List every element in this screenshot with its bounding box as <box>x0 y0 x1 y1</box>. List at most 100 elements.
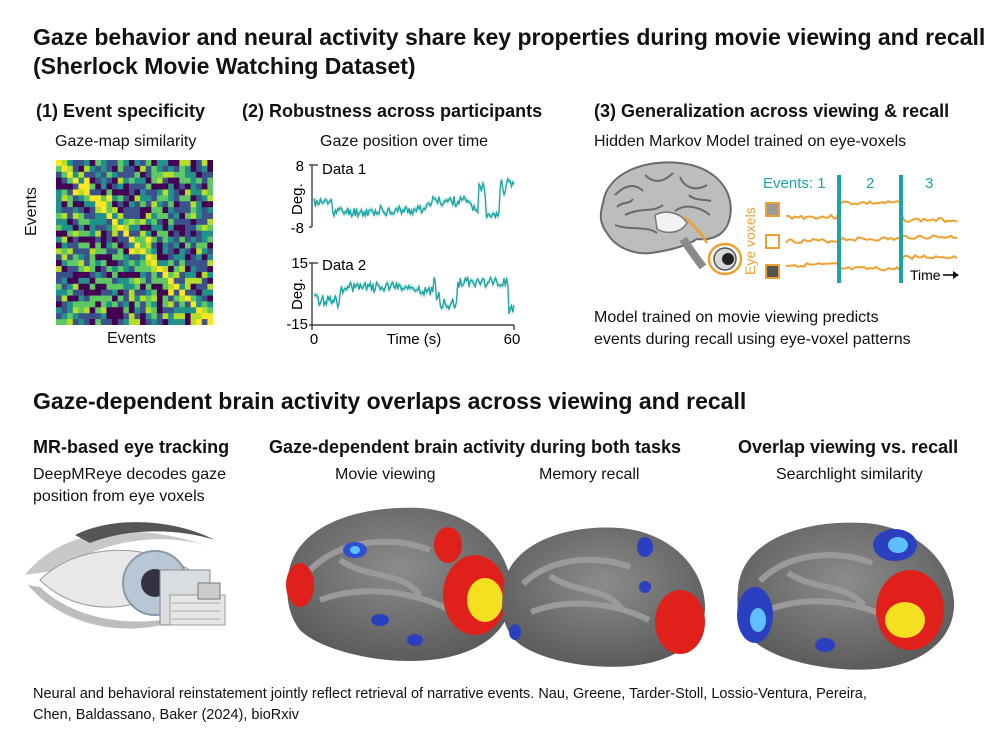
matrix-cell <box>67 218 74 226</box>
matrix-cell <box>196 301 203 308</box>
matrix-cell <box>201 189 208 196</box>
plot2-ytick-top: 15 <box>291 255 308 272</box>
matrix-cell <box>201 260 208 267</box>
trace-line <box>313 275 515 314</box>
brain-movie-viewing <box>286 507 513 661</box>
matrix-cell <box>140 295 147 302</box>
matrix-cell <box>128 313 135 320</box>
matrix-cell <box>151 319 158 326</box>
matrix-cell <box>106 248 113 255</box>
matrix-cell <box>156 183 163 190</box>
matrix-cell <box>106 319 113 326</box>
matrix-cell <box>128 171 135 179</box>
panel3-subtitle: Hidden Markov Model trained on eye-voxel… <box>594 133 907 150</box>
matrix-cell <box>56 266 63 273</box>
matrix-cell <box>168 319 175 326</box>
matrix-cell <box>190 289 197 296</box>
matrix-cell <box>72 319 79 326</box>
matrix-cell <box>196 319 203 326</box>
matrix-cell <box>72 224 79 232</box>
matrix-cell <box>134 277 141 285</box>
matrix-cell <box>168 224 175 232</box>
matrix-cell <box>100 224 107 232</box>
matrix-cell <box>89 319 96 326</box>
matrix-cell <box>179 189 186 196</box>
matrix-cell <box>201 248 208 255</box>
matrix-cell <box>201 218 208 226</box>
matrix-cell <box>117 165 124 173</box>
matrix-cell <box>123 301 130 308</box>
matrix-cell <box>145 266 152 273</box>
matrix-cell <box>128 165 135 173</box>
matrix-cell <box>56 171 63 179</box>
matrix-cell <box>56 230 63 237</box>
matrix-cell <box>106 313 113 320</box>
matrix-cell <box>89 254 96 261</box>
matrix-cell <box>134 307 141 314</box>
matrix-cell <box>100 189 107 196</box>
matrix-cell <box>156 307 163 314</box>
matrix-cell <box>117 230 124 237</box>
panel2-heading: (2) Robustness across participants <box>242 101 543 121</box>
matrix-cell <box>89 260 96 267</box>
matrix-cell <box>117 236 124 243</box>
matrix-cell <box>140 260 147 267</box>
matrix-cell <box>173 230 180 237</box>
matrix-cell <box>72 248 79 255</box>
matrix-cell <box>173 189 180 196</box>
matrix-cell <box>67 189 74 196</box>
matrix-cell <box>100 165 107 173</box>
matrix-cell <box>61 295 68 302</box>
matrix-cell <box>190 248 197 255</box>
matrix-cell <box>196 207 203 214</box>
matrix-cell <box>184 289 191 296</box>
matrix-cell <box>196 313 203 320</box>
matrix-cell <box>128 271 135 279</box>
matrix-cell <box>56 236 63 243</box>
matrix-cell <box>89 218 96 226</box>
matrix-cell <box>95 213 102 220</box>
matrix-cell <box>151 313 158 320</box>
matrix-cell <box>145 242 152 249</box>
matrix-cell <box>196 183 203 190</box>
matrix-cell <box>190 189 197 196</box>
matrix-cell <box>156 201 163 208</box>
matrix-cell <box>162 201 169 208</box>
matrix-cell <box>72 171 79 179</box>
matrix-cell <box>78 160 85 167</box>
matrix-cell <box>168 218 175 226</box>
matrix-cell <box>173 177 180 184</box>
matrix-cell <box>84 283 91 291</box>
matrix-cell <box>145 301 152 308</box>
matrix-cell <box>78 230 85 237</box>
matrix-cell <box>151 295 158 302</box>
matrix-cell <box>123 183 130 190</box>
matrix-cell <box>156 213 163 220</box>
matrix-cell <box>61 301 68 308</box>
matrix-cell <box>61 289 68 296</box>
matrix-cell <box>145 283 152 291</box>
matrix-cell <box>184 177 191 184</box>
plot1-label: Data 1 <box>322 161 366 178</box>
matrix-cell <box>78 224 85 232</box>
matrix-cell <box>145 207 152 214</box>
matrix-cell <box>207 266 214 273</box>
matrix-cell <box>156 207 163 214</box>
matrix-cell <box>123 165 130 173</box>
matrix-cell <box>128 248 135 255</box>
matrix-cell <box>179 213 186 220</box>
matrix-cell <box>123 224 130 232</box>
matrix-cell <box>140 289 147 296</box>
matrix-cell <box>123 313 130 320</box>
col3-subtitle: Searchlight similarity <box>776 466 923 483</box>
matrix-cell <box>72 207 79 214</box>
matrix-cell <box>84 177 91 184</box>
matrix-cell <box>67 295 74 302</box>
matrix-cell <box>78 236 85 243</box>
matrix-cell <box>61 266 68 273</box>
voxel-timecourse <box>785 199 958 223</box>
matrix-cell <box>190 266 197 273</box>
matrix-cell <box>117 160 124 167</box>
matrix-cell <box>112 230 119 237</box>
matrix-cell <box>184 254 191 261</box>
